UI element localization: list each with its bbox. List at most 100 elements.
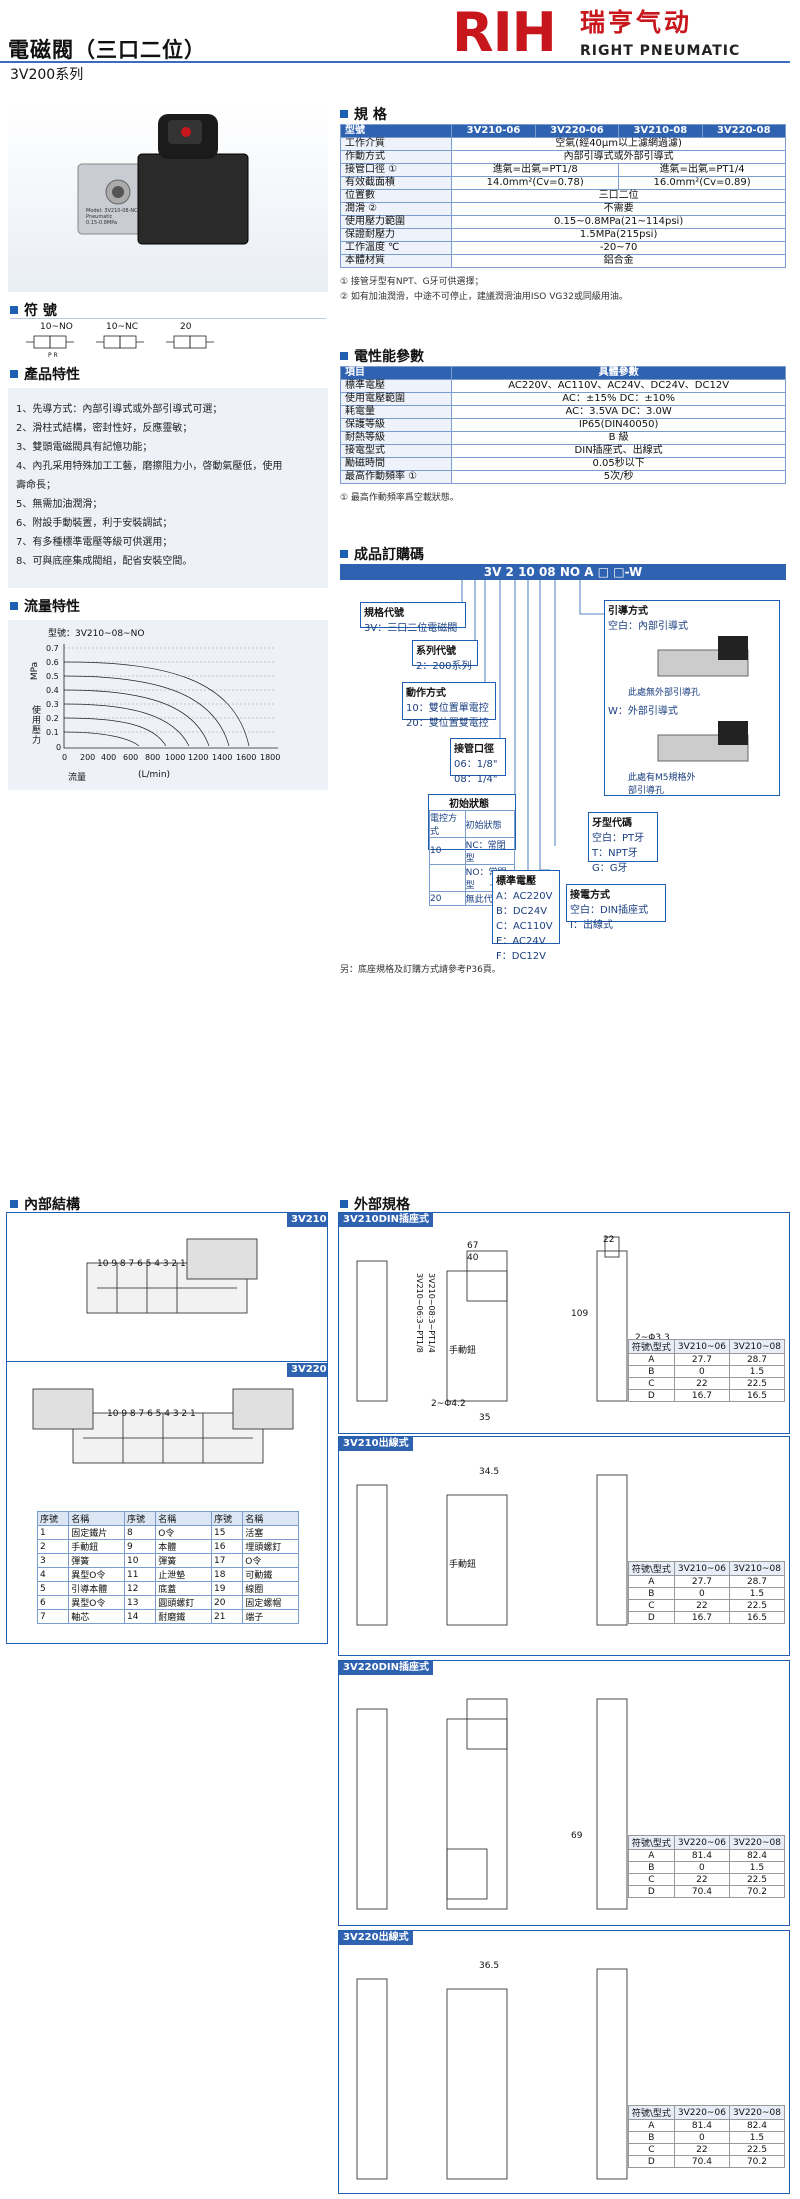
- section-marker-icon: [340, 1200, 348, 1208]
- y-tick: 0.2: [46, 714, 59, 723]
- feature-item: 4、內孔采用特殊加工工藝，磨擦阻力小，啓動氣壓低，使用: [16, 461, 283, 472]
- internal-3v220-label: 3V220: [287, 1363, 327, 1377]
- series-label: 3V200系列: [10, 67, 84, 83]
- feature-item: 7、有多種標準電壓等級可供選用；: [16, 537, 173, 548]
- flow-xunit: (L/min): [138, 770, 171, 780]
- section-flow: 流量特性: [10, 596, 80, 616]
- symbol-10-nc-label: 10~NC: [106, 322, 139, 332]
- section-marker-icon: [10, 602, 18, 610]
- section-marker-icon: [10, 306, 18, 314]
- ext-panel-2-title: 3V210出線式: [339, 1437, 413, 1451]
- conn-code-box: 接電方式 空白：DIN插座式 I：出線式: [566, 884, 666, 931]
- ext-panel-2-drawing: [356, 1474, 628, 1626]
- section-features: 產品特性: [10, 364, 80, 384]
- x-tick: 1600: [236, 753, 256, 762]
- ext-panel-1: 3V210DIN插座式 67 40 22 109 35 2~Φ4.2 2~Φ3.…: [338, 1212, 790, 1434]
- ext-dim-40: 40: [467, 1253, 479, 1263]
- ext-dim-phi33: 2~Φ3.3: [635, 1333, 670, 1343]
- ext-panel-4-title: 3V220出線式: [339, 1931, 413, 1945]
- series-code-box: 系列代號 2：200系列: [412, 640, 478, 672]
- valve-internal-pilot-icon: [657, 636, 749, 677]
- valve-external-pilot-icon: [657, 721, 749, 762]
- photo-label-2: Pneumatic: [86, 214, 113, 220]
- product-photo: Model: 3V210-08-NC Pneumatic 0.15-0.8MPa: [8, 104, 328, 292]
- section-rule: [10, 318, 326, 319]
- header-rule: [0, 61, 790, 63]
- ext-dim-365: 36.5: [479, 1961, 500, 1971]
- voltage-code-box: 標準電壓 A：AC220V B：DC24V C：AC110V E：AC24V F…: [492, 870, 560, 962]
- feature-item: 8、可與底座集成閥組，配省安裝空間。: [16, 556, 193, 567]
- internal-3v220-nums: 10 9 8 7 6 5 4 3 2 1: [107, 1409, 196, 1419]
- spec-note-1: ① 接管牙型有NPT、G牙可供選擇；: [340, 277, 484, 287]
- features-box: 1、先導方式：內部引導式或外部引導式可選； 2、滑柱式結構，密封性好，反應靈敏；…: [8, 388, 328, 588]
- y-tick: 0.7: [46, 644, 59, 653]
- section-symbol: 符 號: [10, 300, 57, 320]
- flow-box: 型號：3V210~08~NO MPa 使用壓力 0.7 0.6 0.5 0.4 …: [8, 620, 328, 790]
- brand-logo-cn: 瑞亨气动: [580, 8, 693, 37]
- section-electrical: 電性能參數: [340, 346, 424, 366]
- ext-port-1: 3V210~06:3~PT1/8: [415, 1273, 424, 1353]
- flow-ylabel: 使用壓力: [32, 706, 42, 746]
- internal-3v210-drawing: [86, 1238, 258, 1314]
- feature-item: 3、雙頭電磁閥具有記憶功能；: [16, 442, 153, 453]
- y-tick: 0: [56, 743, 61, 752]
- section-internal: 內部結構: [10, 1194, 80, 1214]
- spec-code-box: 規格代號 3V：三口二位電磁閥: [360, 602, 466, 634]
- section-marker-icon: [340, 110, 348, 118]
- section-external: 外部規格: [340, 1194, 410, 1214]
- action-code-box: 動作方式 10：雙位置單電控 20：雙位置雙電控: [402, 682, 496, 729]
- flow-yunit: MPa: [30, 661, 41, 681]
- pilot-code-box: 引導方式 空白：內部引導式 此處無外部引導孔 W：外部引導式 此處有M5規格外部…: [604, 600, 780, 796]
- ext-panel-4-drawing: [356, 1968, 628, 2180]
- section-marker-icon: [10, 370, 18, 378]
- x-tick: 1800: [260, 753, 280, 762]
- y-tick: 0.5: [46, 672, 59, 681]
- y-tick: 0.1: [46, 728, 59, 737]
- internal-3v220-drawing: [32, 1388, 294, 1464]
- ext-panel-3-drawing: [356, 1698, 628, 1910]
- x-tick: 1000: [165, 753, 185, 762]
- ext-panel-1-drawing: [356, 1236, 628, 1402]
- internal-box: 3V210 10 9 8 7 6 5 4 3 2 1 3V220 10 9 8 …: [6, 1212, 328, 1644]
- page-title: 電磁閥（三口二位）: [8, 38, 206, 62]
- flow-chart-svg: 0.7 0.6 0.5 0.4 0.3 0.2 0.1 0 0 200 400 …: [46, 644, 280, 762]
- ext-manual: 手動鈕: [449, 1346, 477, 1356]
- section-marker-icon: [340, 550, 348, 558]
- ext-port-2: 3V210~08:3~PT1/4: [427, 1273, 436, 1353]
- feature-item: 壽命長；: [16, 480, 56, 491]
- section-spec: 規 格: [340, 104, 387, 124]
- feature-item: 6、附設手動裝置，利于安裝調試；: [16, 518, 173, 529]
- ext-dim-35: 35: [479, 1413, 491, 1423]
- section-marker-icon: [340, 352, 348, 360]
- y-tick: 0.4: [46, 686, 59, 695]
- feature-item: 1、先導方式：內部引導式或外部引導式可選；: [16, 404, 223, 415]
- valve-symbols-icon: [26, 335, 214, 349]
- symbol-20-label: 20: [180, 322, 192, 332]
- internal-3v210-label: 3V210: [287, 1213, 327, 1227]
- brand-logo-en: RIGHT PNEUMATIC: [580, 43, 741, 59]
- photo-label-3: 0.15-0.8MPa: [86, 220, 118, 226]
- ext-dim-109: 109: [571, 1309, 589, 1319]
- flow-model: 型號：3V210~08~NO: [48, 629, 145, 639]
- feature-item: 5、無需加油潤滑；: [16, 499, 103, 510]
- x-tick: 1200: [188, 753, 208, 762]
- ext-manual-2: 手動鈕: [449, 1560, 477, 1570]
- photo-label-1: Model: 3V210-08-NC: [86, 208, 138, 214]
- internal-3v210-nums: 10 9 8 7 6 5 4 3 2 1: [97, 1259, 186, 1269]
- ext-dim-phi: 2~Φ4.2: [431, 1399, 466, 1409]
- ext-dim-69: 69: [571, 1831, 583, 1841]
- y-tick: 0.6: [46, 658, 59, 667]
- x-tick: 0: [62, 753, 67, 762]
